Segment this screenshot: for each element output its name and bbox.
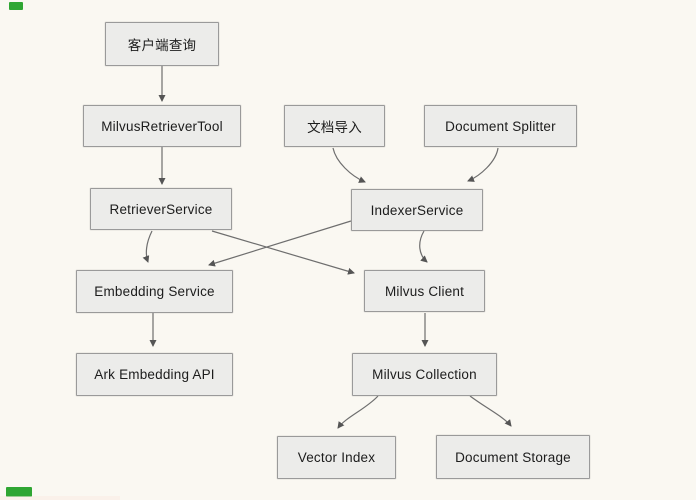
node-label: 文档导入 bbox=[307, 120, 362, 135]
node-ark-embedding-api: Ark Embedding API bbox=[76, 353, 233, 396]
node-label: Milvus Client bbox=[384, 283, 465, 299]
node-label: Milvus Collection bbox=[372, 367, 477, 382]
edge-retriever-service-to-milvus-client bbox=[211, 230, 355, 275]
node-doc-import: 文档导入 bbox=[284, 105, 385, 147]
node-milvus-retriever-tool: MilvusRetrieverTool bbox=[83, 105, 241, 147]
node-client-query: 客户端查询 bbox=[105, 22, 219, 66]
node-vector-index: Vector Index bbox=[277, 436, 396, 479]
node-label: Vector Index bbox=[297, 450, 376, 465]
edge-document-splitter-to-indexer-service bbox=[467, 147, 499, 182]
bottom-edge-tint bbox=[0, 496, 120, 500]
node-embedding-service: Embedding Service bbox=[76, 270, 233, 313]
node-label: Ark Embedding API bbox=[94, 367, 215, 382]
node-document-splitter: Document Splitter bbox=[424, 105, 577, 147]
edge-indexer-service-to-milvus-client bbox=[419, 230, 428, 263]
node-label: Document Storage bbox=[455, 449, 571, 465]
node-label: Document Splitter bbox=[445, 118, 556, 134]
node-milvus-collection: Milvus Collection bbox=[352, 353, 497, 396]
edge-retriever-service-to-embedding-service bbox=[142, 230, 153, 263]
node-label: Embedding Service bbox=[94, 284, 215, 299]
node-milvus-client: Milvus Client bbox=[364, 270, 485, 312]
green-artifact-mark bbox=[9, 2, 23, 10]
node-document-storage: Document Storage bbox=[436, 435, 590, 479]
node-label: MilvusRetrieverTool bbox=[101, 118, 223, 134]
node-indexer-service: IndexerService bbox=[351, 189, 483, 231]
node-retriever-service: RetrieverService bbox=[90, 188, 232, 230]
node-label: 客户端查询 bbox=[127, 38, 197, 53]
green-artifact-mark bbox=[6, 487, 32, 497]
node-label: RetrieverService bbox=[109, 201, 213, 217]
edge-doc-import-to-indexer-service bbox=[332, 147, 366, 183]
node-label: IndexerService bbox=[370, 202, 464, 218]
edge-milvus-collection-to-vector-index bbox=[337, 395, 379, 429]
edge-milvus-collection-to-document-storage bbox=[469, 395, 512, 427]
